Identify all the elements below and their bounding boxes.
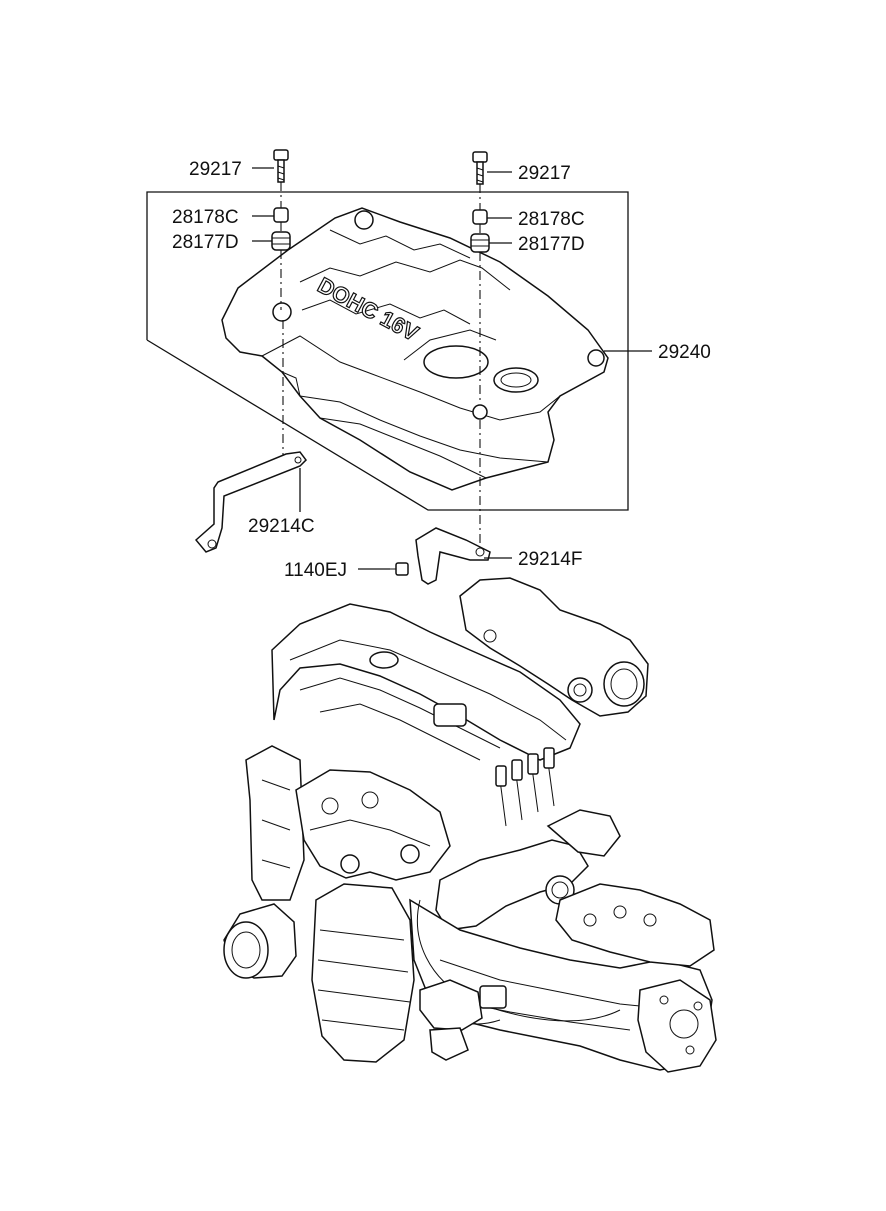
bracket-right-part[interactable]	[415, 527, 491, 585]
collar-left-part[interactable]	[273, 207, 289, 223]
label-engine-cover: 29240	[658, 342, 711, 363]
grommet-right-part[interactable]	[470, 233, 490, 253]
bolt-right-part[interactable]	[472, 151, 488, 185]
label-collar-left: 28178C	[172, 207, 239, 228]
bolt-left-part[interactable]	[273, 149, 289, 183]
leader-lines	[252, 167, 652, 570]
oil-filter-illustration	[223, 903, 297, 979]
bolt-bracket-part[interactable]	[390, 562, 409, 576]
label-bracket-right: 29214F	[518, 549, 582, 570]
engine-assembly-illustration	[223, 577, 717, 1073]
label-bolt-left: 29217	[189, 159, 242, 180]
engine-cover[interactable]: DOHC 16V	[221, 207, 609, 491]
label-collar-right: 28178C	[518, 209, 585, 230]
label-grommet-left: 28177D	[172, 232, 239, 253]
label-bolt-bracket: 1140EJ	[284, 560, 347, 581]
label-bracket-left: 29214C	[248, 516, 315, 537]
collar-right-part[interactable]	[472, 209, 488, 225]
label-grommet-right: 28177D	[518, 234, 585, 255]
label-bolt-right: 29217	[518, 163, 571, 184]
grommet-left-part[interactable]	[271, 231, 291, 251]
bracket-left-part[interactable]	[194, 451, 307, 553]
